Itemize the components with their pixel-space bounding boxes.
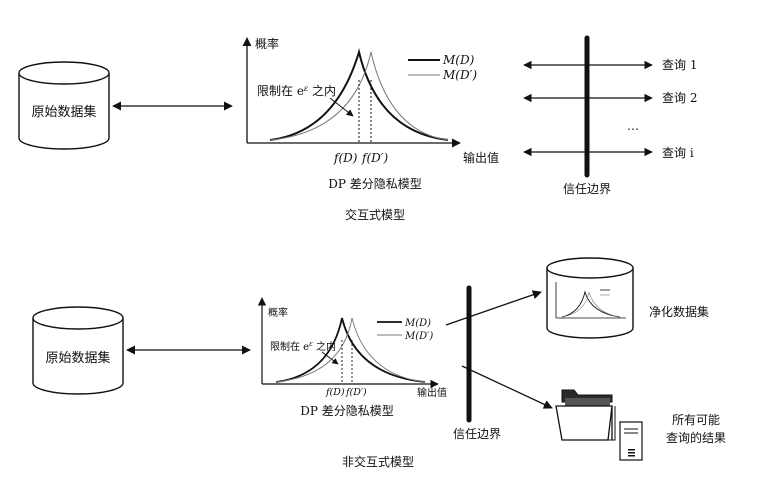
folder-icon [555,389,616,441]
section-title-interactive: 交互式模型 [345,207,405,222]
query-label-i: 查询 i [662,146,694,160]
constraint-pointer-2 [321,351,339,365]
server-icon [619,421,643,461]
original-dataset-label: 原始数据集 [31,104,96,120]
legend-md-label-2: M(D) [404,318,431,329]
sanitized-dataset-cylinder [546,257,634,339]
x-axis-label: 输出值 [463,150,499,165]
query-label-1: 查询 1 [662,58,697,72]
dp-model-caption: DP 差分隐私模型 [328,177,422,191]
arrow-to-query-results [461,365,553,409]
original-dataset-cylinder: 原始数据集 [18,61,110,150]
interactive-section: 原始数据集 概率 输出值 限制在 eε 之内 M(D) M(D′) f(D) f… [18,35,697,222]
tick-fd: f(D) [333,151,358,165]
dp-curve-plot: 概率 输出值 限制在 eε 之内 M(D) M(D′) f(D) f(D′) [242,36,499,165]
section-title-noninteractive: 非交互式模型 [342,454,414,469]
x-axis-label-2: 输出值 [417,386,447,399]
constraint-pointer [329,97,354,117]
constraint-label-2: 限制在 eε 之内 [270,340,336,353]
all-results-label-line1: 所有可能 [672,413,720,427]
curve-md-prime [269,51,449,141]
query-ellipsis: … [627,119,639,133]
curve-md-prime-2 [275,317,426,383]
trust-boundary-label: 信任边界 [563,182,611,196]
curve-md [269,48,449,141]
original-dataset-cylinder-2: 原始数据集 [32,306,124,395]
curve-md-2 [275,317,426,383]
arrow-to-sanitized-dataset [445,290,542,326]
query-label-2: 查询 2 [662,91,697,105]
dp-curve-plot-2: 概率 输出值 限制在 eε 之内 M(D) M(D′) f(D) f(D′) [257,297,447,399]
trust-boundary-label-2: 信任边界 [453,427,501,441]
dp-model-caption-2: DP 差分隐私模型 [300,404,394,418]
tick-fd-2: f(D) [325,387,345,398]
all-results-label-line2: 查询的结果 [666,430,726,445]
y-axis-label-2: 概率 [268,306,288,319]
legend-md-prime-label-2: M(D′) [404,331,433,342]
legend-md-prime-label: M(D′) [442,68,477,82]
tick-fd-prime: f(D′) [361,151,388,165]
tick-fd-prime-2: f(D′) [345,387,367,398]
sanitized-dataset-label: 净化数据集 [649,304,709,319]
constraint-label: 限制在 eε 之内 [257,84,336,99]
y-axis-label: 概率 [255,36,279,51]
mini-dp-chart [555,282,626,319]
legend-md-label: M(D) [442,53,475,67]
noninteractive-section: 原始数据集 概率 输出值 限制在 eε 之内 M(D) M(D′) f(D) f… [32,257,726,469]
original-dataset-label-2: 原始数据集 [45,350,110,366]
